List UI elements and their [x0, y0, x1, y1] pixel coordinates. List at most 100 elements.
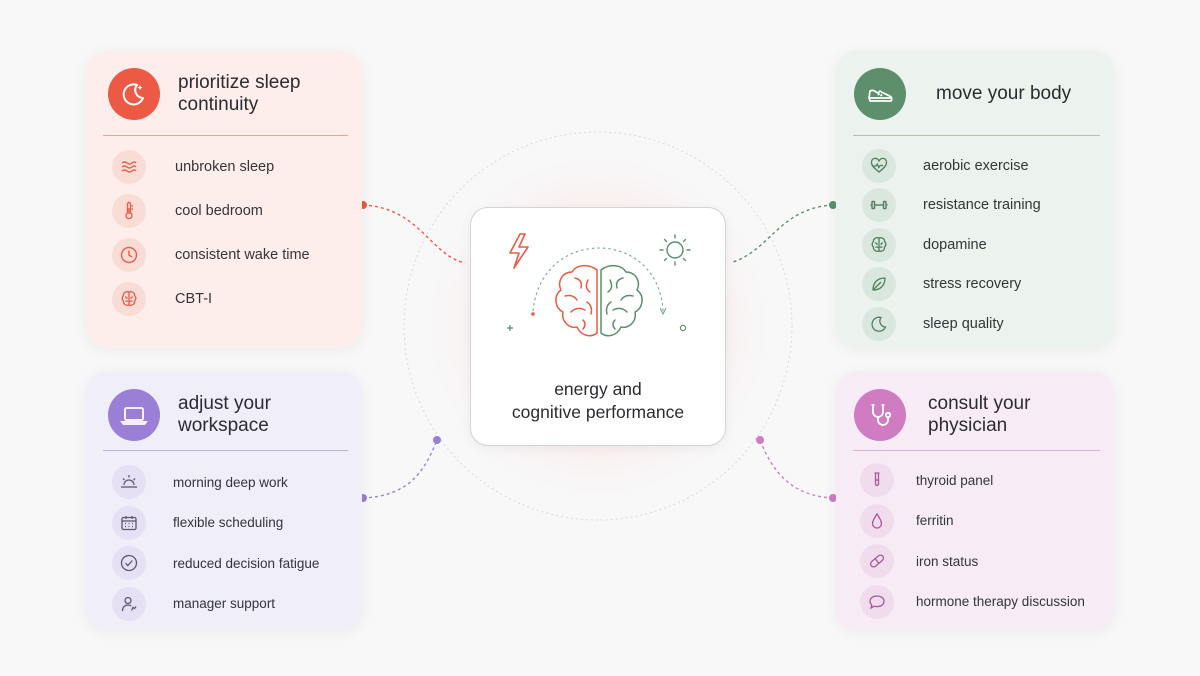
pill-icon: [860, 544, 894, 579]
list-item: stress recovery: [862, 265, 1104, 305]
brain-icon: [112, 282, 146, 316]
item-label: sleep quality: [923, 315, 1004, 332]
heart-pulse-icon: [862, 148, 896, 183]
item-list: unbroken sleep cool bedroom consistent w…: [112, 145, 352, 321]
connector-work: [362, 439, 438, 499]
connector-doc-dot-card: [829, 494, 837, 502]
item-label: morning deep work: [173, 474, 288, 490]
center-card-energy: energy and cognitive performance: [470, 207, 726, 446]
connector-sleep: [362, 204, 466, 264]
cycle-arc: [532, 247, 664, 312]
divider: [853, 135, 1100, 136]
shoe-icon: [854, 68, 906, 120]
card-title-line-2: workspace: [178, 415, 269, 436]
card-title-line-1: adjust your: [178, 393, 271, 414]
list-item: sleep quality: [862, 304, 1104, 344]
moon-icon: [862, 306, 896, 341]
list-item: flexible scheduling: [112, 503, 352, 544]
test-tube-icon: [860, 463, 894, 498]
calendar-icon: [112, 505, 146, 540]
item-label: aerobic exercise: [923, 157, 1029, 174]
item-label: iron status: [916, 553, 979, 569]
brain-icon: [862, 227, 896, 262]
clock-icon: [112, 238, 146, 272]
item-label: manager support: [173, 596, 276, 612]
item-label: stress recovery: [923, 276, 1022, 293]
card-adjust-workspace: adjust your workspace morning deep work …: [86, 372, 362, 630]
card-header: prioritize sleep continuity: [108, 65, 348, 123]
card-title-line-1: consult your: [928, 393, 1031, 414]
sunrise-icon: [112, 465, 146, 500]
list-item: hormone therapy discussion: [860, 582, 1104, 623]
item-label: hormone therapy discussion: [916, 594, 1085, 610]
center-illustration: [507, 233, 691, 337]
center-title: energy and cognitive performance: [471, 378, 725, 424]
card-header: consult your physician: [854, 386, 1100, 444]
card-title: move your body: [936, 83, 1072, 104]
item-label: ferritin: [916, 513, 954, 529]
brain-icon: [555, 264, 643, 337]
item-label: reduced decision fatigue: [173, 555, 320, 571]
connector-doc-dot-ring: [756, 436, 764, 444]
card-header: move your body: [854, 65, 1100, 123]
dumbbell-icon: [862, 188, 896, 223]
item-label: resistance training: [923, 197, 1041, 214]
card-title-line-1: prioritize sleep: [178, 72, 301, 93]
item-label: flexible scheduling: [173, 515, 284, 531]
list-item: aerobic exercise: [862, 146, 1104, 186]
item-label: unbroken sleep: [175, 159, 275, 175]
list-item: unbroken sleep: [112, 145, 352, 189]
speech-bubble-icon: [860, 584, 894, 619]
list-item: resistance training: [862, 186, 1104, 226]
divider: [103, 135, 348, 136]
card-title: consult your physician: [928, 393, 1030, 437]
card-title-line-2: physician: [928, 415, 1008, 436]
lightning-icon: [509, 233, 529, 269]
laptop-icon: [108, 389, 160, 441]
card-title: prioritize sleep continuity: [178, 72, 301, 116]
waves-icon: [112, 150, 146, 184]
connector-doc: [759, 439, 834, 499]
connector-move: [732, 204, 834, 263]
item-list: thyroid panel ferritin iron status hormo…: [860, 460, 1104, 622]
card-move-your-body: move your body aerobic exercise resistan…: [836, 51, 1114, 348]
list-item: dopamine: [862, 225, 1104, 265]
list-item: consistent wake time: [112, 233, 352, 277]
center-title-line-2: cognitive performance: [511, 402, 685, 422]
card-header: adjust your workspace: [108, 386, 348, 444]
moon-icon: [108, 68, 160, 120]
item-label: consistent wake time: [175, 247, 310, 263]
item-label: thyroid panel: [916, 472, 994, 488]
center-title-line-1: energy and: [554, 379, 642, 399]
item-list: morning deep work flexible scheduling re…: [112, 462, 352, 624]
leaf-icon: [862, 267, 896, 302]
sun-icon: [659, 234, 691, 266]
list-item: iron status: [860, 541, 1104, 582]
drop-icon: [860, 503, 894, 538]
thermometer-icon: [112, 194, 146, 228]
list-item: CBT-I: [112, 277, 352, 321]
card-prioritize-sleep: prioritize sleep continuity unbroken sle…: [86, 51, 362, 348]
item-label: dopamine: [923, 236, 987, 253]
stethoscope-icon: [854, 389, 906, 441]
list-item: ferritin: [860, 501, 1104, 542]
card-title: adjust your workspace: [178, 393, 271, 437]
person-support-icon: [112, 586, 146, 621]
item-label: CBT-I: [175, 291, 213, 307]
list-item: reduced decision fatigue: [112, 543, 352, 584]
list-item: thyroid panel: [860, 460, 1104, 501]
divider: [853, 450, 1100, 451]
card-consult-physician: consult your physician thyroid panel fer…: [836, 372, 1114, 630]
list-item: cool bedroom: [112, 189, 352, 233]
card-title-line-2: continuity: [178, 94, 259, 115]
outer-ring: [403, 131, 793, 521]
item-label: cool bedroom: [175, 203, 263, 219]
list-item: manager support: [112, 584, 352, 625]
divider: [103, 450, 348, 451]
plus-icon: [507, 325, 513, 331]
connector-move-dot: [829, 201, 837, 209]
connector-work-dot-ring: [433, 436, 441, 444]
list-item: morning deep work: [112, 462, 352, 503]
check-circle-icon: [112, 546, 146, 581]
item-list: aerobic exercise resistance training dop…: [862, 146, 1104, 344]
